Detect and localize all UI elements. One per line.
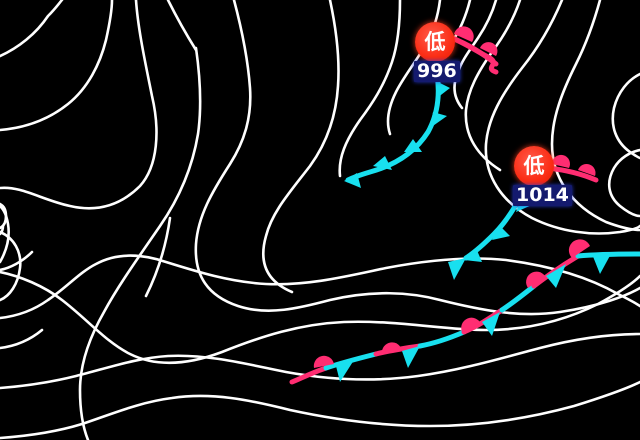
warm-front-line: [449, 35, 499, 67]
cold-front-barb: [464, 248, 482, 262]
occluded-front-barb: [546, 264, 566, 288]
occluded-front-bump: [461, 317, 481, 332]
occluded-front-barb: [336, 360, 354, 382]
warm-front-bump: [578, 163, 596, 176]
occluded-front-extra-barbs: [448, 258, 466, 280]
occluded-front-segment-cold: [323, 351, 379, 371]
occluded-front-segment-warm: [289, 365, 329, 385]
cold-front-barb: [437, 82, 450, 98]
isobar: [0, 328, 44, 350]
isobar: [0, 0, 114, 132]
isobar: [166, 0, 198, 52]
cold-front-barb: [373, 156, 392, 170]
warm-front-2[interactable]: [545, 154, 599, 183]
occluded-front-bump: [568, 239, 590, 258]
occluded-front-1[interactable]: [289, 239, 640, 385]
occluded-front-barb: [448, 258, 466, 280]
isobar: [0, 270, 640, 365]
cold-front-barb: [344, 173, 361, 188]
low-symbol: 低: [514, 146, 554, 186]
isobar: [338, 0, 402, 178]
warm-front-bump: [551, 154, 570, 168]
low-pressure-value: 996: [414, 61, 460, 82]
isobar: [0, 204, 11, 264]
warm-front-bump: [454, 26, 474, 42]
occluded-front-bump: [313, 355, 334, 368]
isobar: [0, 380, 640, 440]
occluded-front-barb: [592, 252, 612, 274]
isobar: [0, 230, 22, 302]
cold-front-1[interactable]: [344, 71, 450, 188]
low-pressure-marker-1014[interactable]: 低 1014: [513, 146, 572, 206]
isobar: [464, 0, 522, 172]
low-pressure-marker-996[interactable]: 低 996: [414, 22, 460, 82]
isobar: [0, 254, 640, 320]
isobar: [550, 0, 640, 232]
low-pressure-value: 1014: [513, 185, 572, 206]
isobar: [144, 216, 172, 298]
occluded-front-bump: [381, 342, 402, 354]
cold-front-barb: [404, 139, 422, 152]
low-symbol: 低: [415, 22, 455, 62]
isobar: [0, 250, 34, 272]
isobar: [261, 0, 340, 294]
cold-front-barb: [430, 112, 447, 128]
isobar: [0, 0, 158, 210]
isobar: [78, 46, 202, 440]
occluded-front-barb: [482, 312, 500, 336]
occluded-front-bump: [526, 271, 545, 288]
occluded-front-barb: [402, 346, 420, 368]
warm-front-1[interactable]: [449, 26, 499, 75]
isobar: [0, 224, 5, 236]
cold-front-barb: [492, 226, 510, 240]
isobar: [0, 0, 64, 58]
cold-front-line: [345, 71, 441, 183]
occluded-front-segment-cold: [417, 329, 467, 349]
isobar: [453, 0, 498, 110]
isobar: [194, 0, 640, 316]
warm-front-bump: [480, 42, 498, 56]
isobar: [611, 72, 640, 160]
isobar: [607, 148, 640, 218]
isobar: [0, 332, 640, 390]
isobar: [484, 0, 640, 235]
occluded-front-segment-cold: [499, 283, 537, 313]
